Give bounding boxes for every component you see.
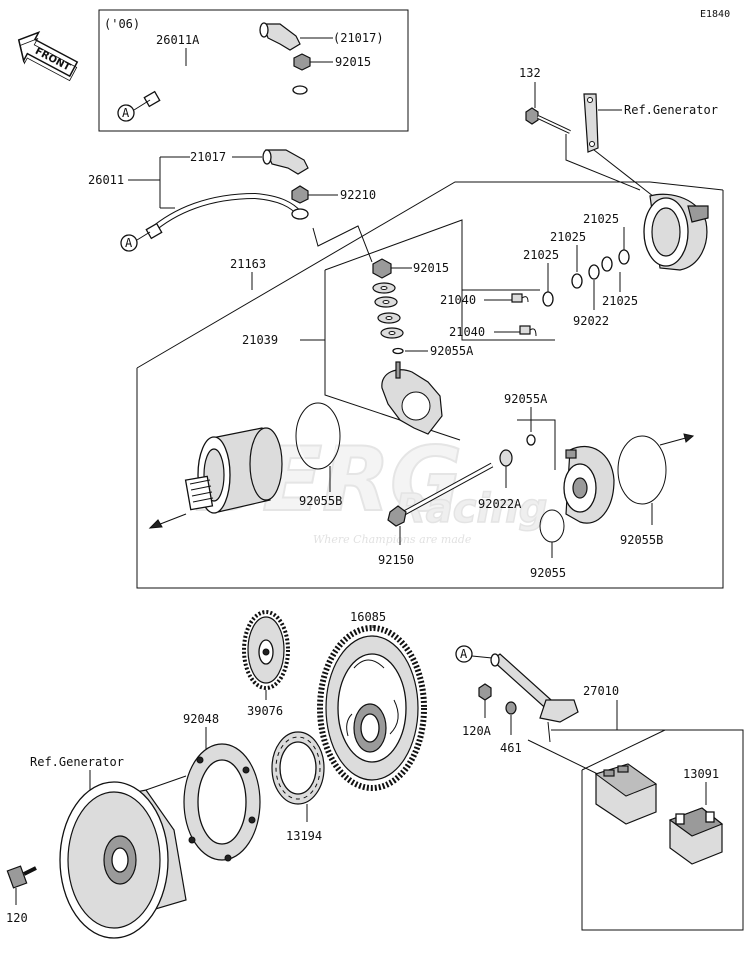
label-21025-d: 21025 xyxy=(602,294,638,308)
front-arrow-icon: FRONT xyxy=(17,31,79,82)
starter-motor-body xyxy=(184,427,283,514)
flywheel-generator xyxy=(59,781,187,939)
inset-year-label: ('06) xyxy=(104,17,140,31)
label-461: 461 xyxy=(500,741,522,755)
inset-2006: ('06) 26011A A (21017) 92015 xyxy=(98,9,409,132)
end-cover xyxy=(563,445,615,524)
callout-a-lower-label: A xyxy=(460,647,468,661)
callout-a-inset xyxy=(117,104,135,122)
label-92015: 92015 xyxy=(413,261,449,275)
collar-461 xyxy=(505,701,517,715)
nut-92210 xyxy=(291,185,309,204)
label-92210: 92210 xyxy=(340,188,376,202)
gear-16085 xyxy=(317,625,427,791)
label-92055A-top: 92055A xyxy=(430,344,474,358)
label-120A: 120A xyxy=(462,724,492,738)
callout-a-inset-label: A xyxy=(122,106,130,120)
label-13091: 13091 xyxy=(683,767,719,781)
relay-bracket xyxy=(490,653,611,781)
label-92150: 92150 xyxy=(378,553,414,567)
bracket-ref-generator xyxy=(583,93,599,153)
brush-21040-a xyxy=(511,293,529,303)
label-ref-generator-bottom: Ref.Generator xyxy=(30,755,124,769)
shim-21025-c xyxy=(542,291,554,307)
watermark: BERG Racing Where Champions are made xyxy=(194,427,548,546)
washer-92022A xyxy=(499,449,513,467)
cable-26011A xyxy=(143,63,308,108)
watermark-tagline: Where Champions are made xyxy=(313,533,472,546)
label-21025-b: 21025 xyxy=(550,230,586,244)
relay-group: A 120A 461 27010 13091 xyxy=(455,645,744,931)
bolt-120 xyxy=(6,865,37,889)
oring-92055A-small xyxy=(392,347,404,355)
label-26011: 26011 xyxy=(88,173,124,187)
shim-21025-a xyxy=(618,249,630,265)
label-92055B-right: 92055B xyxy=(620,533,663,547)
gear-39076 xyxy=(242,610,290,690)
label-132: 132 xyxy=(519,66,541,80)
oring-92055B-right xyxy=(617,435,667,505)
label-26011A: 26011A xyxy=(156,33,200,47)
label-21040-a: 21040 xyxy=(440,293,476,307)
bolt-120A xyxy=(478,683,492,701)
label-92022A: 92022A xyxy=(478,497,522,511)
label-21025-c: 21025 xyxy=(523,248,559,262)
nut-92015-inset xyxy=(293,53,311,71)
label-92015-inset: 92015 xyxy=(335,55,371,69)
boot-cap-21017-inset xyxy=(259,22,301,51)
cable-26011 xyxy=(145,192,309,240)
shim-21025-d xyxy=(601,256,613,272)
starter-clutch-group: 39076 16085 13194 92048 xyxy=(6,610,427,939)
starter-clutch-13194 xyxy=(271,731,325,805)
label-27010: 27010 xyxy=(583,684,619,698)
bolt-132 xyxy=(525,107,571,134)
watermark-sub: Racing xyxy=(395,486,547,532)
shim-21025-b xyxy=(571,273,583,289)
cable-26011-group: 26011 21017 A 92210 xyxy=(88,149,376,252)
brush-21040-b xyxy=(519,325,537,337)
oring-92055B-left xyxy=(295,402,341,470)
label-21163: 21163 xyxy=(230,257,266,271)
label-21039: 21039 xyxy=(242,333,278,347)
front-cover xyxy=(643,193,709,271)
bolt-92150 xyxy=(387,462,494,527)
diagram-code: E1840 xyxy=(700,9,730,20)
callout-a-upper xyxy=(120,234,138,252)
front-cover-group: 132 Ref.Generator 21025 21025 21025 xyxy=(519,66,718,328)
label-ref-generator-top: Ref.Generator xyxy=(624,103,718,117)
label-21025-a: 21025 xyxy=(583,212,619,226)
label-21017-paren: (21017) xyxy=(333,31,384,45)
starter-assembly-21163: 21163 21039 92015 92055A 21040 21040 xyxy=(136,181,724,589)
fuse-13091 xyxy=(668,807,724,865)
one-way-clutch-92048 xyxy=(183,743,261,862)
nut-92015 xyxy=(372,258,392,279)
label-39076: 39076 xyxy=(247,704,283,718)
label-13194: 13194 xyxy=(286,829,322,843)
label-92055A: 92055A xyxy=(504,392,548,406)
boot-cap-21017 xyxy=(262,149,309,175)
callout-a-upper-label: A xyxy=(125,236,133,250)
starter-relay xyxy=(594,763,658,825)
label-16085: 16085 xyxy=(350,610,386,624)
label-92055B-left: 92055B xyxy=(299,494,342,508)
oring-92055A xyxy=(526,434,536,446)
label-92022: 92022 xyxy=(573,314,609,328)
label-92048: 92048 xyxy=(183,712,219,726)
callout-a-lower xyxy=(455,645,473,663)
label-92055: 92055 xyxy=(530,566,566,580)
label-120: 120 xyxy=(6,911,28,925)
brush-plate xyxy=(381,361,443,435)
washer-92022 xyxy=(588,264,600,280)
label-21017: 21017 xyxy=(190,150,226,164)
label-21040-b: 21040 xyxy=(449,325,485,339)
